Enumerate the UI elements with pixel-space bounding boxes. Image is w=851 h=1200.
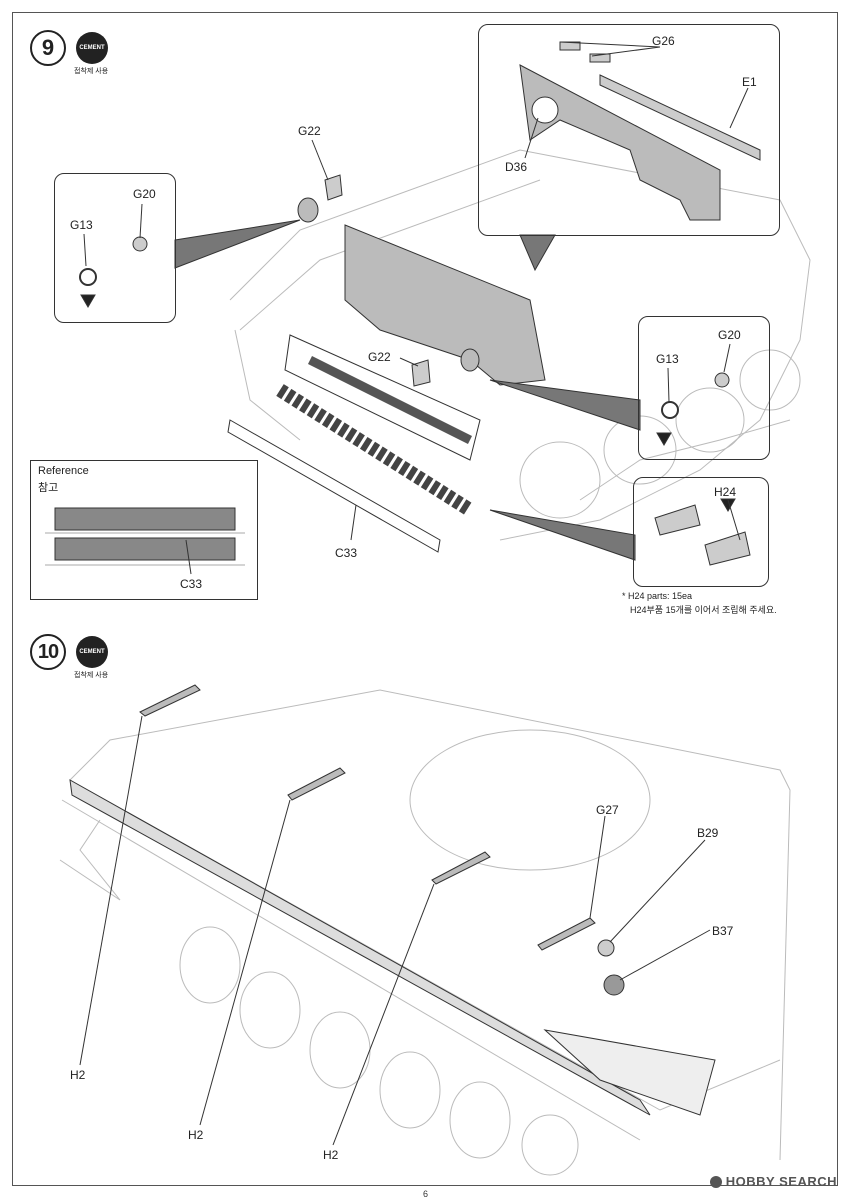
part-label-g13-right: G13 xyxy=(656,352,679,366)
reference-title-korean: 참고 xyxy=(38,482,59,494)
cement-korean-label: 접착제 사용 xyxy=(74,672,109,679)
step-9-number: 9 xyxy=(30,30,66,66)
h24-note-english: * H24 parts: 15ea xyxy=(622,591,693,601)
cement-icon: CEMENT xyxy=(76,636,108,668)
part-label-h2-b: H2 xyxy=(188,1128,204,1142)
part-label-g22-mid: G22 xyxy=(368,350,391,364)
step10-parts-sketch xyxy=(69,684,716,1116)
part-label-e1: E1 xyxy=(742,75,757,89)
hobby-search-logo-icon xyxy=(709,1175,722,1188)
part-label-g27: G27 xyxy=(596,803,619,817)
part-label-b29: B29 xyxy=(697,826,719,840)
part-label-c33: C33 xyxy=(335,546,358,560)
cement-icon: CEMENT xyxy=(76,32,108,64)
part-label-g26: G26 xyxy=(652,34,675,48)
inset-box-left-g20 xyxy=(54,173,176,323)
part-label-g20-left: G20 xyxy=(133,187,156,201)
inset-box-d36 xyxy=(478,24,780,236)
reference-drawing xyxy=(45,507,245,566)
part-label-h2-c: H2 xyxy=(323,1148,339,1162)
step9-inset-parts xyxy=(79,236,751,566)
step9-hull-sketch xyxy=(229,149,811,541)
part-label-h24: H24 xyxy=(714,485,737,499)
part-label-c33-ref: C33 xyxy=(180,577,203,591)
watermark: HOBBY SEARCH xyxy=(709,1174,837,1189)
step9-parts-sketch xyxy=(227,174,546,553)
step-10-number: 10 xyxy=(30,634,66,670)
step9-callout-wedges xyxy=(174,219,641,561)
part-label-b37: B37 xyxy=(712,924,734,938)
part-label-g20-right: G20 xyxy=(718,328,741,342)
leader-lines xyxy=(79,41,749,1146)
h24-note-korean: H24부품 15개를 이어서 조립해 주세요. xyxy=(630,605,777,615)
cement-korean-label: 접착제 사용 xyxy=(74,68,109,75)
inset-box-right-g20 xyxy=(638,316,770,460)
part-label-g13-left: G13 xyxy=(70,218,93,232)
part-label-g22-top: G22 xyxy=(298,124,321,138)
page-number: 6 xyxy=(422,1189,428,1199)
part-label-h2-a: H2 xyxy=(70,1068,86,1082)
page-frame xyxy=(12,12,838,1186)
reference-box xyxy=(30,460,258,600)
reference-title: Reference xyxy=(38,465,89,477)
inset-box-h24 xyxy=(633,477,769,587)
part-label-d36: D36 xyxy=(505,160,528,174)
watermark-text: HOBBY SEARCH xyxy=(725,1174,837,1189)
